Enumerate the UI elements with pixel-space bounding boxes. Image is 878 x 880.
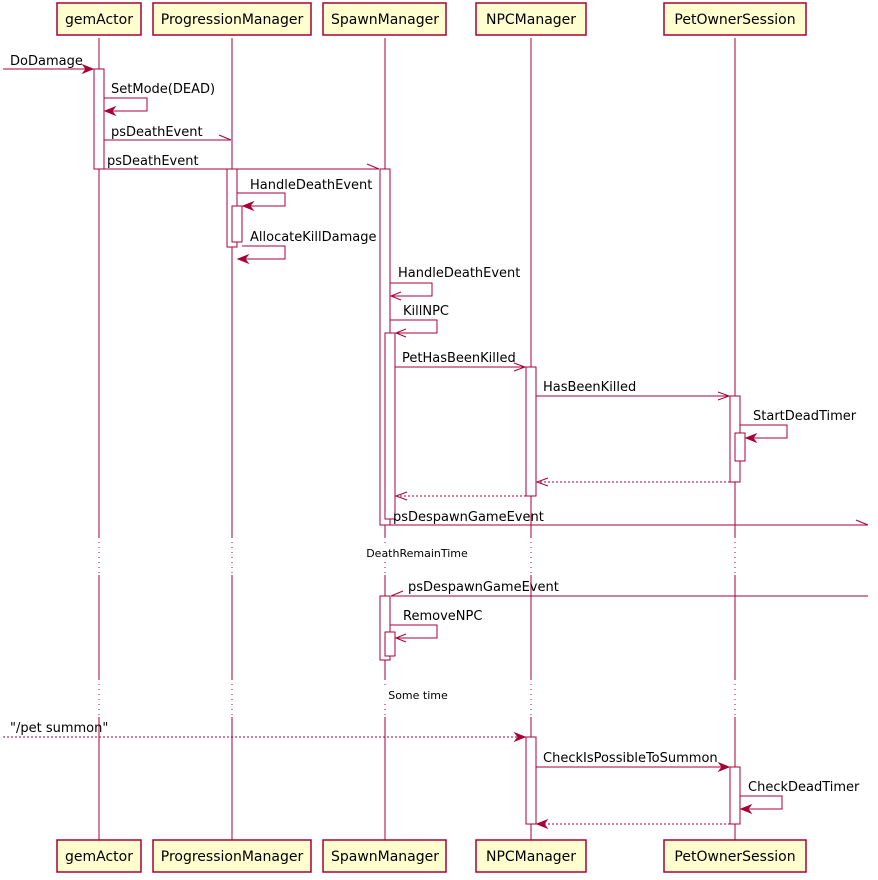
msg-start-dead-timer-line: [740, 424, 788, 439]
participant-progression-label-bottom: ProgressionManager: [161, 849, 304, 865]
participant-npc-box-bottom[interactable]: [475, 839, 587, 873]
participant-spawn-box-bottom[interactable]: [322, 839, 447, 873]
msg-check-dead-timer-line: [740, 795, 783, 810]
participant-npc-label: NPCManager: [486, 12, 576, 28]
participant-gemactor-label-bottom: gemActor: [65, 849, 133, 865]
msg-has-been-killed-arrowhead: [717, 391, 731, 401]
msg-return-pet-npc-arrowhead: [535, 477, 549, 487]
activation-pet-3: [729, 766, 741, 825]
msg-remove-npc-line: [390, 624, 438, 639]
msg-handle-death-sm-line: [390, 282, 433, 297]
msg-check-possible-label: CheckIsPossibleToSummon: [543, 751, 718, 766]
msg-pet-summon-arrowhead: [513, 731, 527, 743]
msg-kill-npc-arrowhead: [394, 328, 407, 338]
activation-spawn-2: [384, 332, 396, 520]
msg-ps-death-event-2-label: psDeathEvent: [107, 154, 199, 169]
delay-death-remain-label: DeathRemainTime: [366, 547, 468, 560]
msg-set-mode-label: SetMode(DEAD): [111, 82, 215, 97]
msg-set-mode-arrowhead: [103, 105, 117, 117]
participant-progression-box[interactable]: [152, 2, 312, 36]
msg-handle-death-pm-arrowhead: [241, 200, 255, 212]
msg-pet-killed-arrowhead: [513, 362, 527, 372]
msg-start-dead-timer-label: StartDeadTimer: [753, 409, 857, 424]
activation-npc-2: [525, 736, 537, 825]
msg-return-summon-arrowhead: [535, 818, 549, 830]
participant-gemactor-label: gemActor: [65, 12, 133, 28]
delay-death-remain-bg: [360, 545, 474, 561]
msg-despawn-in-label: psDespawnGameEvent: [408, 580, 559, 595]
participant-progression-label: ProgressionManager: [161, 12, 304, 28]
msg-return-npc-sm-arrowhead: [394, 491, 408, 501]
msg-remove-npc-label: RemoveNPC: [403, 609, 482, 624]
msg-pet-summon-label: "/pet summon": [10, 721, 108, 736]
participant-pet-label-bottom: PetOwnerSession: [674, 849, 795, 865]
msg-handle-death-pm-label: HandleDeathEvent: [250, 178, 372, 193]
msg-handle-death-sm-arrowhead: [389, 291, 402, 301]
msg-has-been-killed-label: HasBeenKilled: [543, 380, 636, 395]
activation-spawn-4: [384, 631, 396, 657]
participant-pet-label: PetOwnerSession: [674, 12, 795, 28]
participant-pet-box[interactable]: [663, 2, 807, 36]
messages: DoDamage SetMode(DEAD) psDeathEvent psDe…: [3, 54, 869, 830]
participant-spawn-label: SpawnManager: [331, 12, 439, 28]
delay-some-time-bg: [380, 688, 456, 704]
msg-pet-killed-label: PetHasBeenKilled: [402, 351, 516, 366]
msg-ps-death-event-2-arrowhead: [366, 163, 380, 170]
msg-remove-npc-arrowhead: [394, 633, 407, 643]
msg-start-dead-timer-arrowhead: [744, 432, 758, 444]
participant-spawn-label-bottom: SpawnManager: [331, 849, 439, 865]
activation-npc-1: [525, 366, 537, 497]
participant-pet-box-bottom[interactable]: [663, 839, 807, 873]
msg-do-damage-arrowhead: [81, 63, 95, 75]
msg-check-dead-timer-arrowhead: [739, 803, 753, 815]
msg-handle-death-sm-label: HandleDeathEvent: [398, 266, 520, 281]
activation-gemactor: [93, 68, 105, 170]
msg-allocate-kill-label: AllocateKillDamage: [250, 230, 377, 245]
participant-spawn-box[interactable]: [322, 2, 447, 36]
participant-gemactor-box-bottom[interactable]: [56, 839, 142, 873]
activations: [93, 68, 746, 825]
msg-kill-npc-line: [390, 319, 438, 334]
delay-some-time-label: Some time: [388, 689, 448, 702]
activation-spawn-3: [379, 595, 391, 661]
msg-check-possible-arrowhead: [717, 761, 731, 773]
participant-gemactor-box[interactable]: [56, 2, 142, 36]
delays: DeathRemainTime Some time: [360, 545, 474, 704]
participant-npc-box[interactable]: [475, 2, 587, 36]
msg-allocate-kill-arrowhead: [236, 253, 250, 265]
msg-allocate-kill-line: [238, 245, 286, 260]
msg-ps-death-event-1-label: psDeathEvent: [111, 125, 203, 140]
msg-set-mode-line: [104, 97, 148, 112]
activation-progression-2: [231, 205, 243, 243]
participants-bottom: gemActor ProgressionManager SpawnManager…: [56, 839, 807, 873]
participant-progression-box-bottom[interactable]: [152, 839, 312, 873]
msg-check-dead-timer-label: CheckDeadTimer: [748, 780, 860, 795]
activation-pet-2: [734, 432, 746, 462]
msg-despawn-in-arrowhead: [390, 590, 404, 597]
msg-despawn-out-arrowhead: [855, 519, 869, 526]
msg-handle-death-pm-line: [237, 192, 286, 207]
participants-top: gemActor ProgressionManager SpawnManager…: [56, 2, 807, 36]
participant-npc-label-bottom: NPCManager: [486, 849, 576, 865]
msg-despawn-out-label: psDespawnGameEvent: [393, 510, 544, 525]
msg-ps-death-event-1-arrowhead: [218, 134, 232, 141]
msg-kill-npc-label: KillNPC: [403, 304, 449, 319]
msg-do-damage-label: DoDamage: [10, 54, 83, 69]
